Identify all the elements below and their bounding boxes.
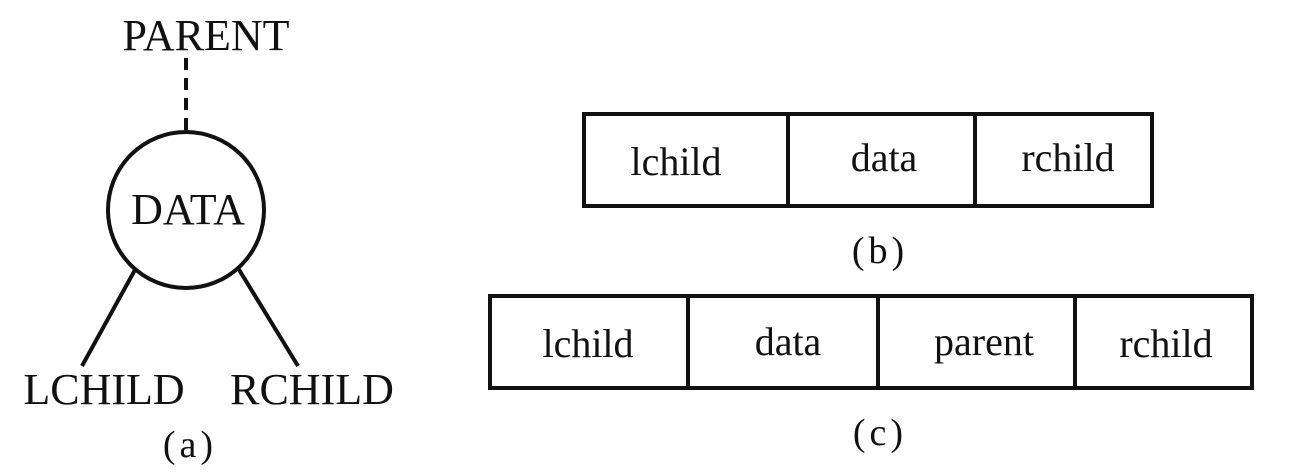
caption-c: (c) (852, 412, 908, 454)
field-c-lchild: lchild (542, 321, 634, 366)
right-child-label: RCHILD (230, 365, 394, 414)
field-b-data: data (850, 135, 918, 180)
caption-a: (a) (162, 424, 218, 466)
parent-label: PARENT (122, 11, 290, 60)
right-child-edge (236, 266, 300, 368)
field-b-rchild: rchild (1021, 135, 1115, 180)
field-c-rchild: rchild (1119, 321, 1213, 366)
field-c-parent: parent (934, 319, 1034, 364)
node-circle (106, 130, 266, 290)
caption-b: (b) (851, 230, 909, 272)
field-b-lchild: lchild (630, 139, 722, 184)
node-structure-b (582, 112, 1154, 208)
left-child-label: LCHILD (23, 365, 185, 414)
field-c-data: data (754, 319, 822, 364)
left-child-edge (80, 267, 138, 367)
node-data-label: DATA (131, 185, 245, 234)
node-structure-c (488, 294, 1254, 390)
